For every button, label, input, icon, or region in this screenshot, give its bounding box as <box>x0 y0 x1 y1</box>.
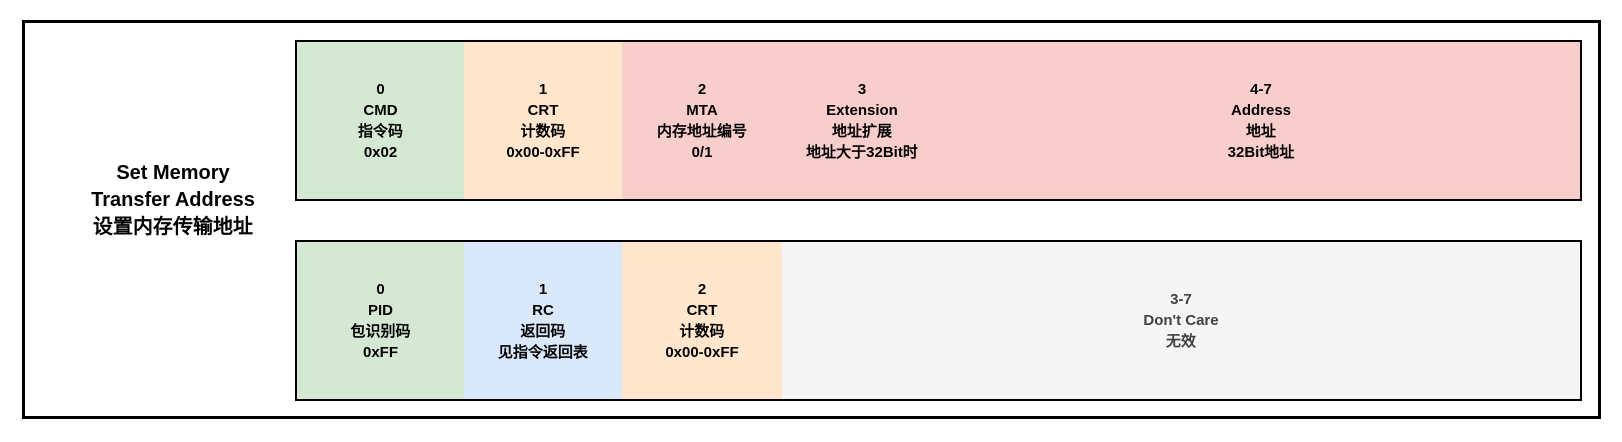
response-crt-line-0: 2 <box>697 280 707 298</box>
request-extension-line-1: Extension <box>826 101 898 119</box>
request-mta-line-2: 内存地址编号 <box>656 122 747 140</box>
request-mta-line-3: 0/1 <box>691 143 713 161</box>
request-crt-line-2: 计数码 <box>520 122 566 140</box>
request-crt-line-1: CRT <box>527 101 559 119</box>
request-extension-line-3: 地址大于32Bit时 <box>806 143 918 161</box>
figure-label-line-1: Set Memory <box>116 162 230 184</box>
request-crt-line-0: 1 <box>538 80 548 98</box>
figure-label-line-3: 设置内存传输地址 <box>93 216 253 238</box>
request-crt-line-3: 0x00-0xFF <box>506 143 580 161</box>
response-crt-line-1: CRT <box>686 301 718 319</box>
response-pid-line-2: 包识别码 <box>350 322 411 340</box>
response-dont-care-line-0: 3-7 <box>1170 291 1192 308</box>
response-rc-line-2: 返回码 <box>520 322 566 340</box>
request-address-line-0: 4-7 <box>1250 80 1272 98</box>
request-extension-line-2: 地址扩展 <box>831 122 892 140</box>
request-cmd-line-2: 指令码 <box>357 122 403 140</box>
request-extension-line-0: 3 <box>857 80 867 98</box>
response-pid-line-0: 0 <box>376 280 385 298</box>
figure-label-line-2: Transfer Address <box>91 189 255 211</box>
request-cmd-line-1: CMD <box>363 101 398 119</box>
figure-label: Set Memory Transfer Address 设置内存传输地址 <box>43 160 303 241</box>
response-crt-line-2: 计数码 <box>679 322 725 340</box>
response-pid-line-3: 0xFF <box>362 343 398 361</box>
response-rc-line-1: RC <box>532 301 554 319</box>
response-rc-line-3: 见指令返回表 <box>497 343 588 361</box>
request-cmd-line-3: 0x02 <box>363 143 398 161</box>
response-crt-line-3: 0x00-0xFF <box>665 343 739 361</box>
response-rc-line-0: 1 <box>538 280 548 298</box>
request-mta-line-0: 2 <box>697 80 707 98</box>
request-mta-line-1: MTA <box>686 101 718 119</box>
response-dont-care-line-1: Don't Care <box>1143 312 1219 329</box>
request-address-line-3: 32Bit地址 <box>1227 143 1295 161</box>
request-cmd-line-0: 0 <box>376 80 385 98</box>
response-dont-care-line-2: 无效 <box>1165 333 1196 350</box>
request-address-line-2: 地址 <box>1245 122 1276 140</box>
request-address-line-1: Address <box>1230 101 1292 119</box>
response-pid-line-1: PID <box>367 301 393 319</box>
